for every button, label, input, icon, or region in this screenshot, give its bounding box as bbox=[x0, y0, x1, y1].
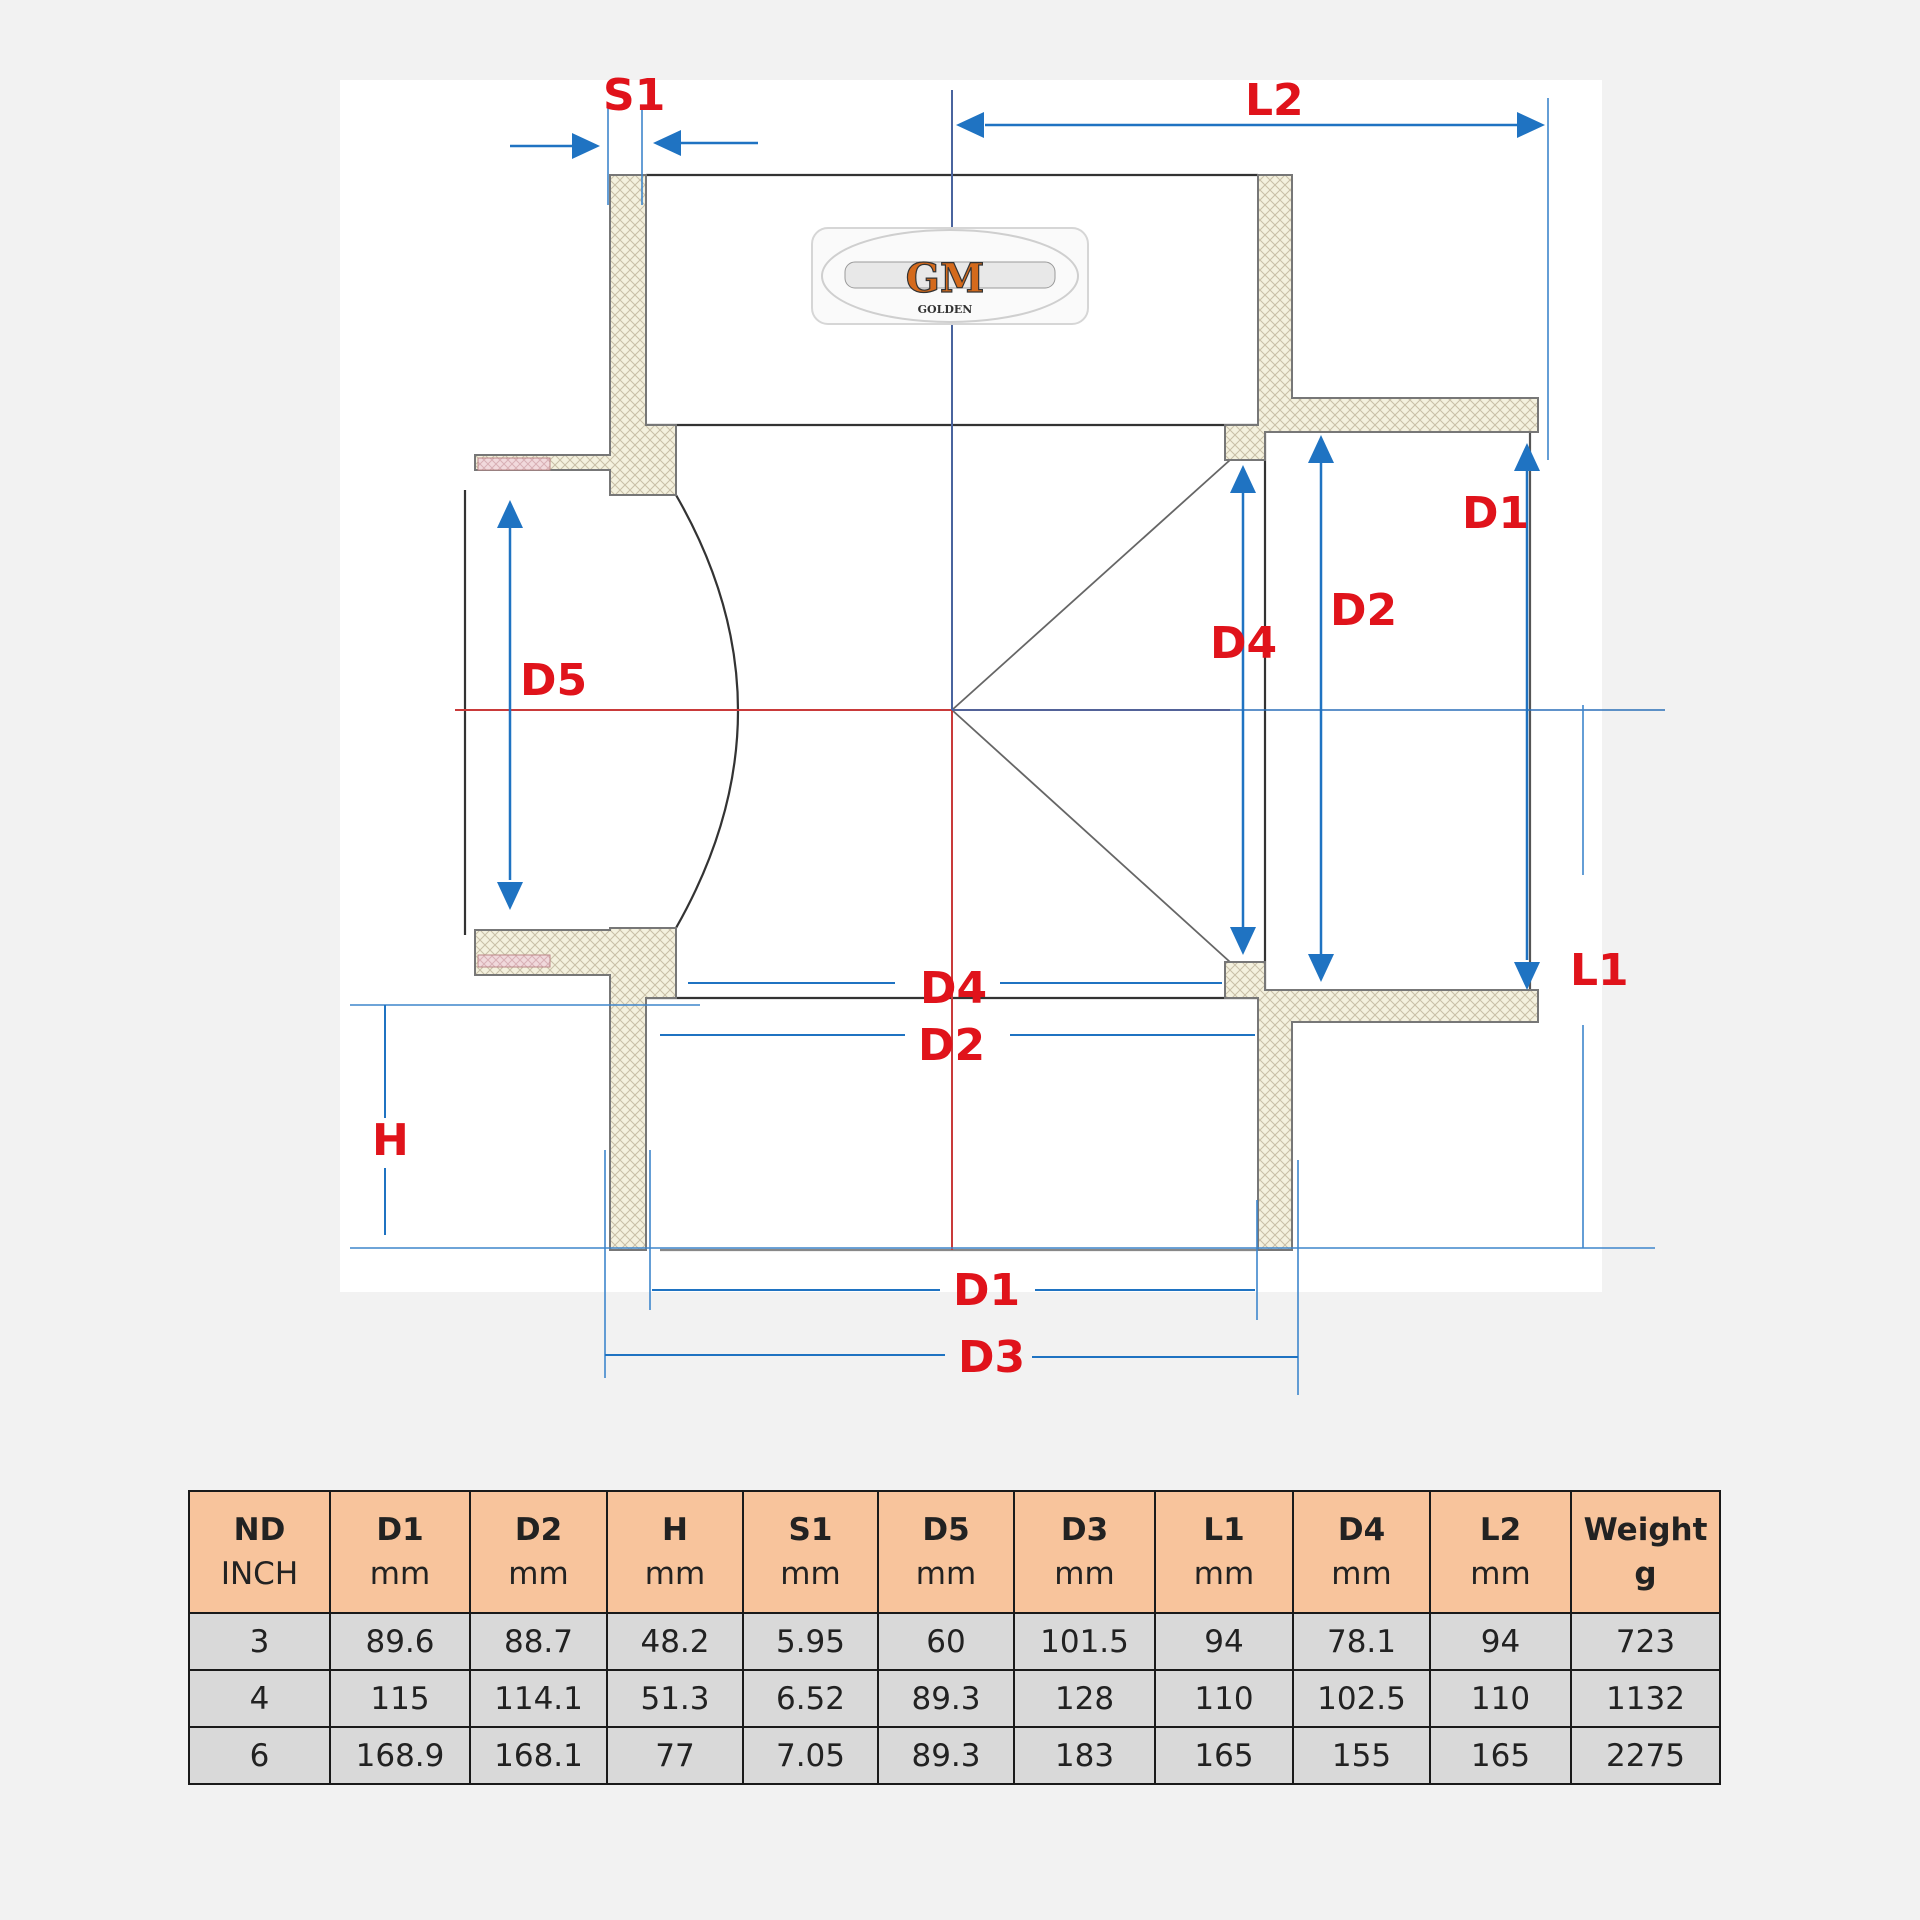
fitting-walls bbox=[474, 174, 1539, 1251]
header-d3: D3 bbox=[1013, 1490, 1156, 1552]
table-cell: 101.5 bbox=[1013, 1612, 1156, 1671]
logo-subtext: GOLDEN bbox=[918, 303, 973, 316]
table-cell: 4 bbox=[188, 1669, 331, 1728]
header-l1: L1 bbox=[1154, 1490, 1294, 1552]
table-cell: 114.1 bbox=[469, 1669, 608, 1728]
header-d4: D4 bbox=[1292, 1490, 1431, 1552]
unit-d1: mm bbox=[329, 1552, 471, 1614]
label-d2-right: D2 bbox=[1330, 585, 1397, 636]
label-d4-right: D4 bbox=[1210, 618, 1277, 669]
header-d1: D1 bbox=[329, 1490, 471, 1552]
extension-lines bbox=[350, 98, 1655, 1395]
label-d1-right: D1 bbox=[1462, 488, 1529, 539]
unit-l2: mm bbox=[1429, 1552, 1572, 1614]
dimension-lines bbox=[384, 112, 1545, 1358]
table-cell: 723 bbox=[1570, 1612, 1721, 1671]
label-s1: S1 bbox=[603, 70, 665, 121]
table-cell: 77 bbox=[606, 1726, 744, 1785]
dimension-labels: S1 L2 D1 D2 D4 D5 D4 D2 L1 H D1 D3 bbox=[372, 70, 1629, 1383]
table-cell: 1132 bbox=[1570, 1669, 1721, 1728]
table-cell: 7.05 bbox=[742, 1726, 879, 1785]
label-l2: L2 bbox=[1245, 75, 1304, 126]
unit-l1: mm bbox=[1154, 1552, 1294, 1614]
label-d3: D3 bbox=[958, 1332, 1025, 1383]
table-cell: 165 bbox=[1154, 1726, 1294, 1785]
label-h: H bbox=[372, 1115, 409, 1166]
table-cell: 110 bbox=[1154, 1669, 1294, 1728]
table-cell: 102.5 bbox=[1292, 1669, 1431, 1728]
table-cell: 6 bbox=[188, 1726, 331, 1785]
header-l2: L2 bbox=[1429, 1490, 1572, 1552]
table-cell: 78.1 bbox=[1292, 1612, 1431, 1671]
table-cell: 3 bbox=[188, 1612, 331, 1671]
table-cell: 155 bbox=[1292, 1726, 1431, 1785]
unit-d4: mm bbox=[1292, 1552, 1431, 1614]
header-weight: Weight bbox=[1570, 1490, 1721, 1552]
header-nd: ND bbox=[188, 1490, 331, 1552]
unit-h: mm bbox=[606, 1552, 744, 1614]
dimension-table: ND D1 D2 H S1 D5 D3 L1 D4 L2 Weight INCH… bbox=[188, 1490, 1721, 1785]
header-d2: D2 bbox=[469, 1490, 608, 1552]
table-row: 3 89.6 88.7 48.2 5.95 60 101.5 94 78.1 9… bbox=[188, 1612, 1721, 1671]
unit-nd: INCH bbox=[188, 1552, 331, 1614]
table-cell: 94 bbox=[1154, 1612, 1294, 1671]
table-cell: 5.95 bbox=[742, 1612, 879, 1671]
table-cell: 89.3 bbox=[877, 1726, 1015, 1785]
logo-text: GM bbox=[906, 255, 984, 302]
table-cell: 51.3 bbox=[606, 1669, 744, 1728]
table-cell: 183 bbox=[1013, 1726, 1156, 1785]
header-d5: D5 bbox=[877, 1490, 1015, 1552]
unit-d2: mm bbox=[469, 1552, 608, 1614]
table-cell: 168.1 bbox=[469, 1726, 608, 1785]
label-d2-bottom: D2 bbox=[918, 1020, 985, 1071]
table-row: 6 168.9 168.1 77 7.05 89.3 183 165 155 1… bbox=[188, 1726, 1721, 1785]
unit-s1: mm bbox=[742, 1552, 879, 1614]
unit-d5: mm bbox=[877, 1552, 1015, 1614]
label-l1: L1 bbox=[1570, 945, 1629, 996]
header-s1: S1 bbox=[742, 1490, 879, 1552]
header-h: H bbox=[606, 1490, 744, 1552]
company-logo: GM GOLDEN bbox=[811, 227, 1089, 325]
table-cell: 94 bbox=[1429, 1612, 1572, 1671]
label-d4-bottom: D4 bbox=[920, 963, 987, 1014]
table-row: 4 115 114.1 51.3 6.52 89.3 128 110 102.5… bbox=[188, 1669, 1721, 1728]
table-cell: 115 bbox=[329, 1669, 471, 1728]
header-unit-row: INCH mm mm mm mm mm mm mm mm mm g bbox=[188, 1552, 1721, 1614]
table-cell: 110 bbox=[1429, 1669, 1572, 1728]
unit-weight: g bbox=[1570, 1552, 1721, 1614]
table-cell: 89.3 bbox=[877, 1669, 1015, 1728]
table-cell: 2275 bbox=[1570, 1726, 1721, 1785]
table-cell: 128 bbox=[1013, 1669, 1156, 1728]
table-cell: 88.7 bbox=[469, 1612, 608, 1671]
label-d1-bottom: D1 bbox=[953, 1265, 1020, 1316]
table-cell: 168.9 bbox=[329, 1726, 471, 1785]
table-cell: 60 bbox=[877, 1612, 1015, 1671]
technical-drawing: GM GOLDEN bbox=[350, 70, 1665, 1395]
table-cell: 48.2 bbox=[606, 1612, 744, 1671]
table-cell: 89.6 bbox=[329, 1612, 471, 1671]
label-d5: D5 bbox=[520, 655, 587, 706]
table-cell: 6.52 bbox=[742, 1669, 879, 1728]
unit-d3: mm bbox=[1013, 1552, 1156, 1614]
table-cell: 165 bbox=[1429, 1726, 1572, 1785]
header-name-row: ND D1 D2 H S1 D5 D3 L1 D4 L2 Weight bbox=[188, 1490, 1721, 1552]
